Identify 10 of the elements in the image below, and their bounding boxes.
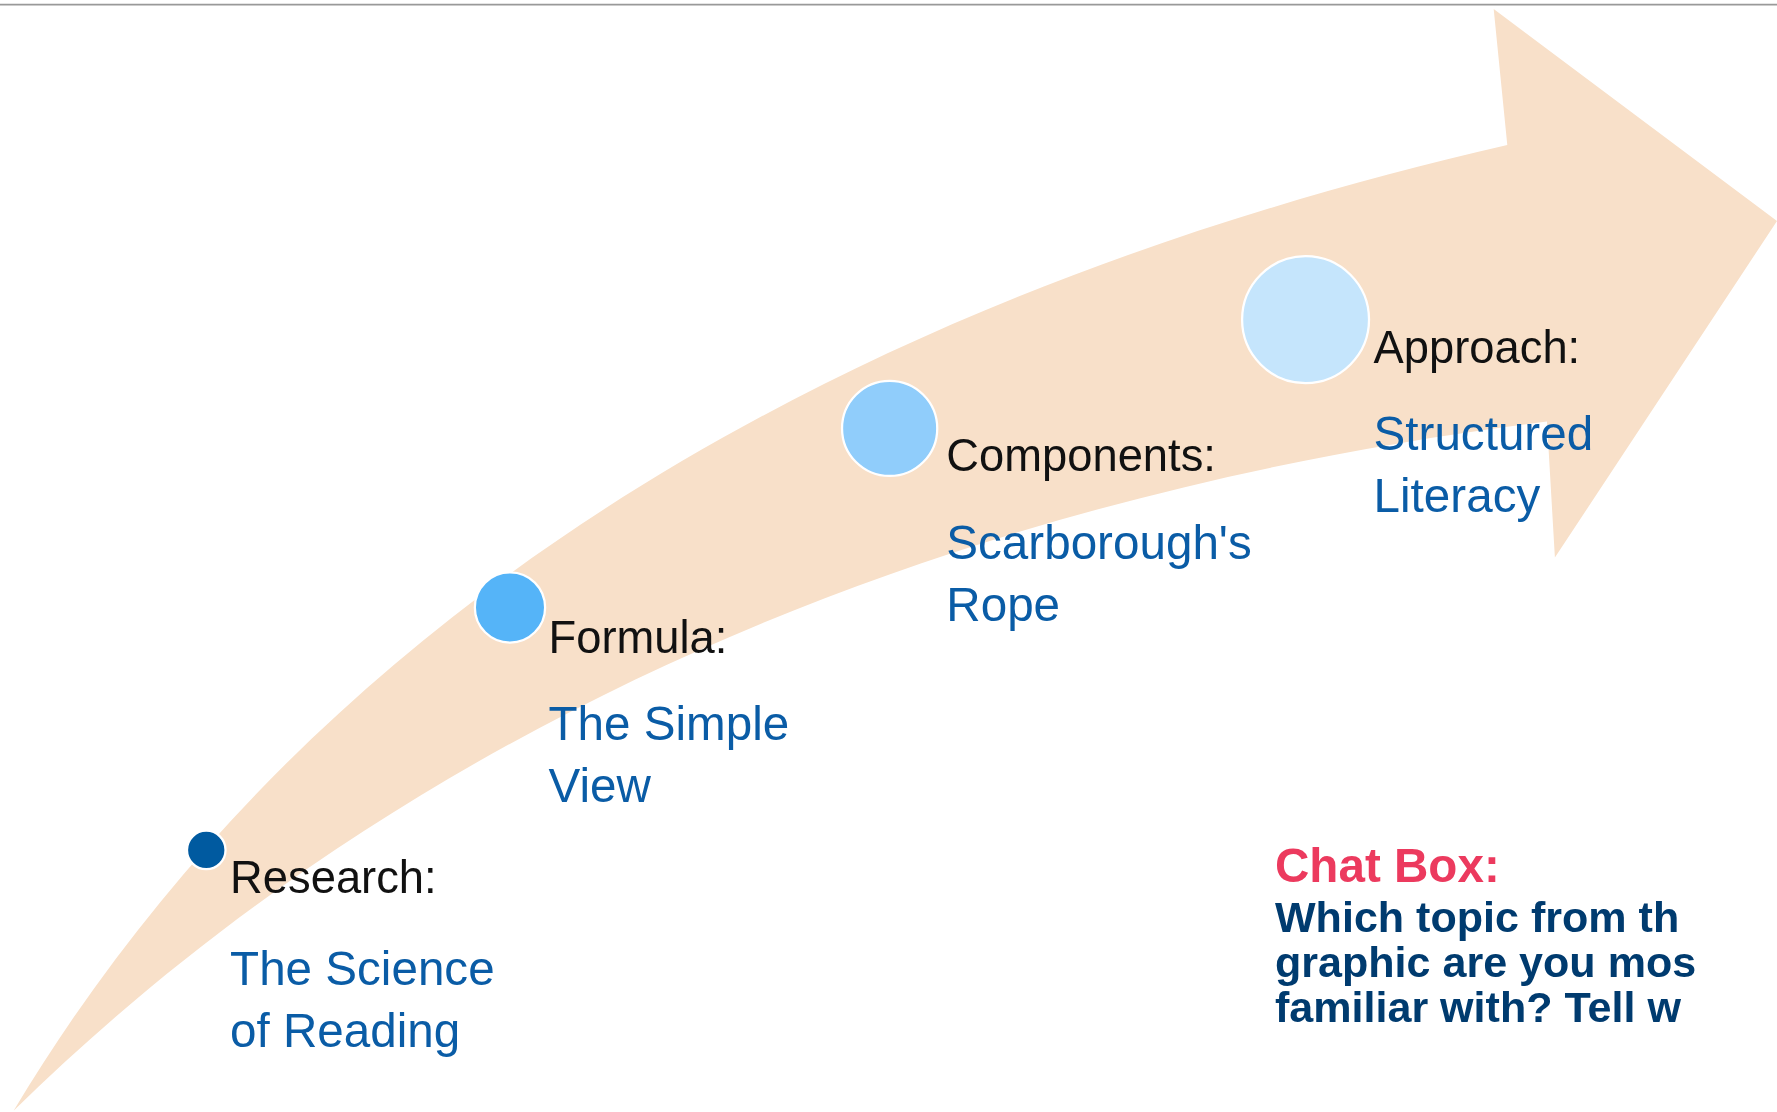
step-label: Research:	[230, 852, 437, 903]
step-title: The Simple View	[548, 696, 791, 815]
step-label: Components:	[946, 430, 1216, 481]
step-title: The Science of Reading	[230, 940, 496, 1059]
step-title: Structured Literacy	[1373, 405, 1595, 524]
step-label: Approach:	[1373, 321, 1581, 372]
chat-question: Which topic from th graphic are you mos familiar with? Tell w	[1274, 895, 1698, 1031]
step-title: Scarborough's Rope	[946, 514, 1253, 633]
step-label: Formula:	[548, 612, 728, 662]
chat-box-heading: Chat Box:	[1274, 838, 1500, 894]
